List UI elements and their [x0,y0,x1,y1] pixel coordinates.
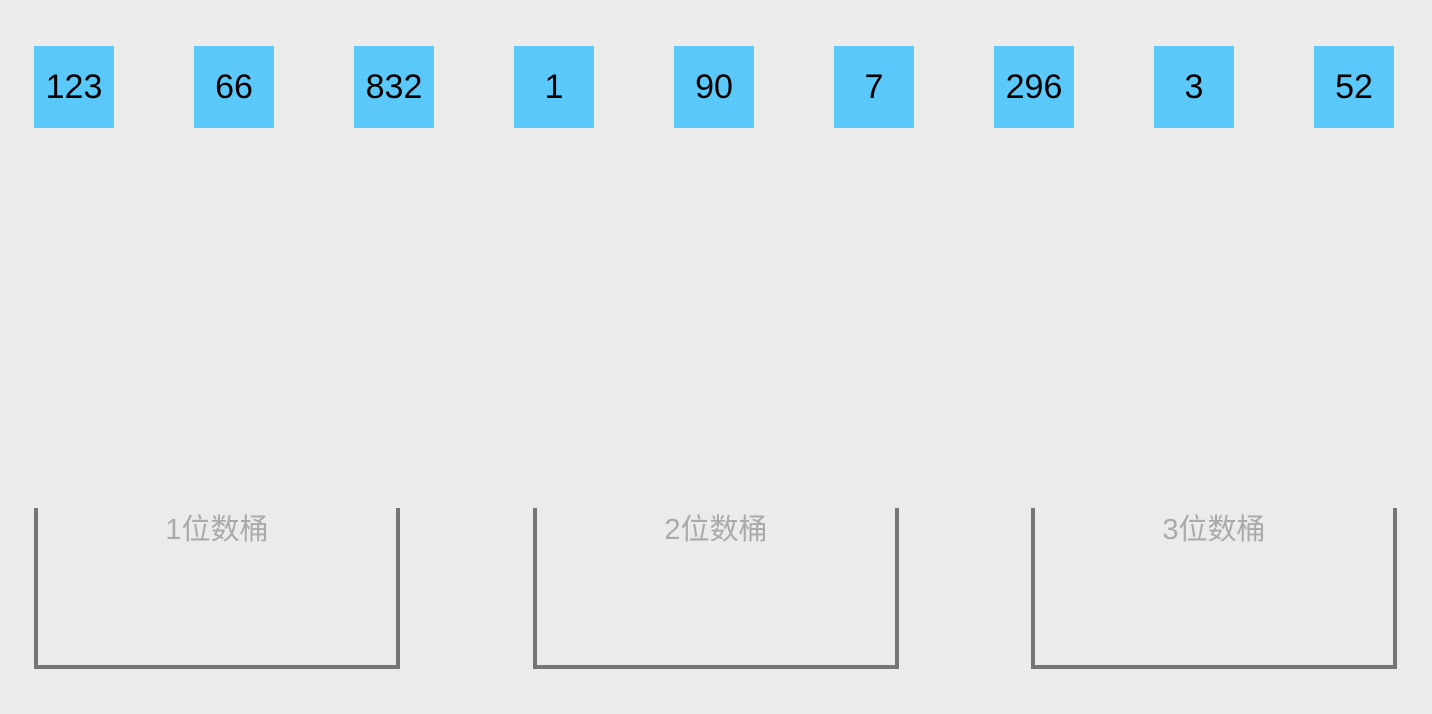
bucket-label: 2位数桶 [664,514,768,546]
element-value: 66 [215,68,253,106]
element-box[interactable]: 52 [1314,46,1394,128]
element-box[interactable]: 66 [194,46,274,128]
bucket-label: 3位数桶 [1162,514,1266,546]
element-value: 832 [365,68,423,106]
element-value: 1 [544,68,564,106]
element-value: 7 [864,68,884,106]
bucket-3-digit[interactable]: 3位数桶 [1031,508,1397,669]
bucket-contents [1035,565,1393,665]
bucket-label: 1位数桶 [165,514,269,546]
element-value: 52 [1335,68,1373,106]
element-box[interactable]: 1 [514,46,594,128]
element-value: 90 [695,68,733,106]
element-box[interactable]: 90 [674,46,754,128]
element-box[interactable]: 3 [1154,46,1234,128]
element-box[interactable]: 123 [34,46,114,128]
element-box[interactable]: 296 [994,46,1074,128]
element-box[interactable]: 7 [834,46,914,128]
bucket-contents [38,565,396,665]
bucket-1-digit[interactable]: 1位数桶 [34,508,400,669]
element-box[interactable]: 832 [354,46,434,128]
bucket-contents [537,565,895,665]
element-value: 296 [1005,68,1063,106]
element-value: 123 [45,68,103,106]
bucket-2-digit[interactable]: 2位数桶 [533,508,899,669]
elements-row: 123 66 832 1 90 7 296 3 52 [34,46,1398,128]
element-value: 3 [1184,68,1204,106]
